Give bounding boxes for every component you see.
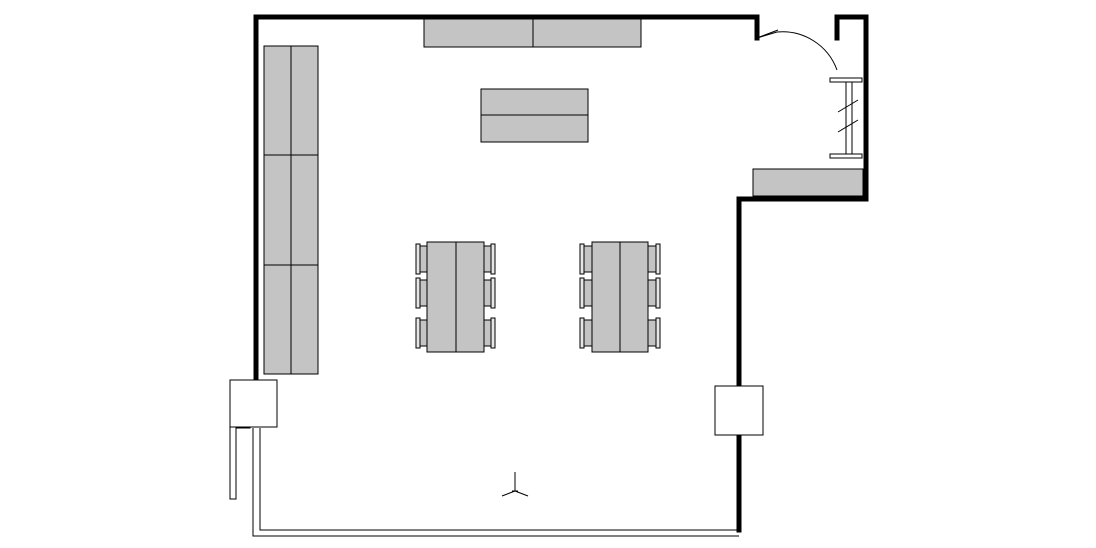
- table-right-a: [591, 241, 621, 353]
- chairs-left-east: [483, 243, 496, 349]
- door-swing-icon: [756, 31, 838, 71]
- south-wall-thin: [252, 428, 739, 537]
- east-column: [714, 385, 764, 436]
- door-leaf: [756, 29, 779, 39]
- west-shelving: [263, 45, 319, 375]
- north-counter: [423, 18, 642, 48]
- stair: [829, 77, 863, 159]
- center-table: [480, 88, 589, 143]
- stair-icon: [837, 99, 859, 113]
- table-left-b: [455, 241, 485, 353]
- stair-bottom-rail: [829, 153, 863, 159]
- chairs-right-east: [647, 243, 661, 349]
- table-left-a: [426, 241, 457, 353]
- wall-east-upper: [736, 14, 869, 389]
- chairs-left-west: [415, 243, 428, 349]
- chairs-right-west: [579, 243, 593, 349]
- exterior-walls: [253, 14, 869, 533]
- southwest-column: [229, 379, 278, 500]
- counter-east: [752, 168, 864, 197]
- wall-west-top: [253, 14, 760, 383]
- north-arrow-icon: [501, 472, 529, 497]
- door: [756, 29, 838, 71]
- stair-top-rail: [829, 77, 863, 83]
- table-right-b: [619, 241, 649, 353]
- table-group-right: [579, 241, 661, 353]
- table-group-left: [415, 241, 496, 353]
